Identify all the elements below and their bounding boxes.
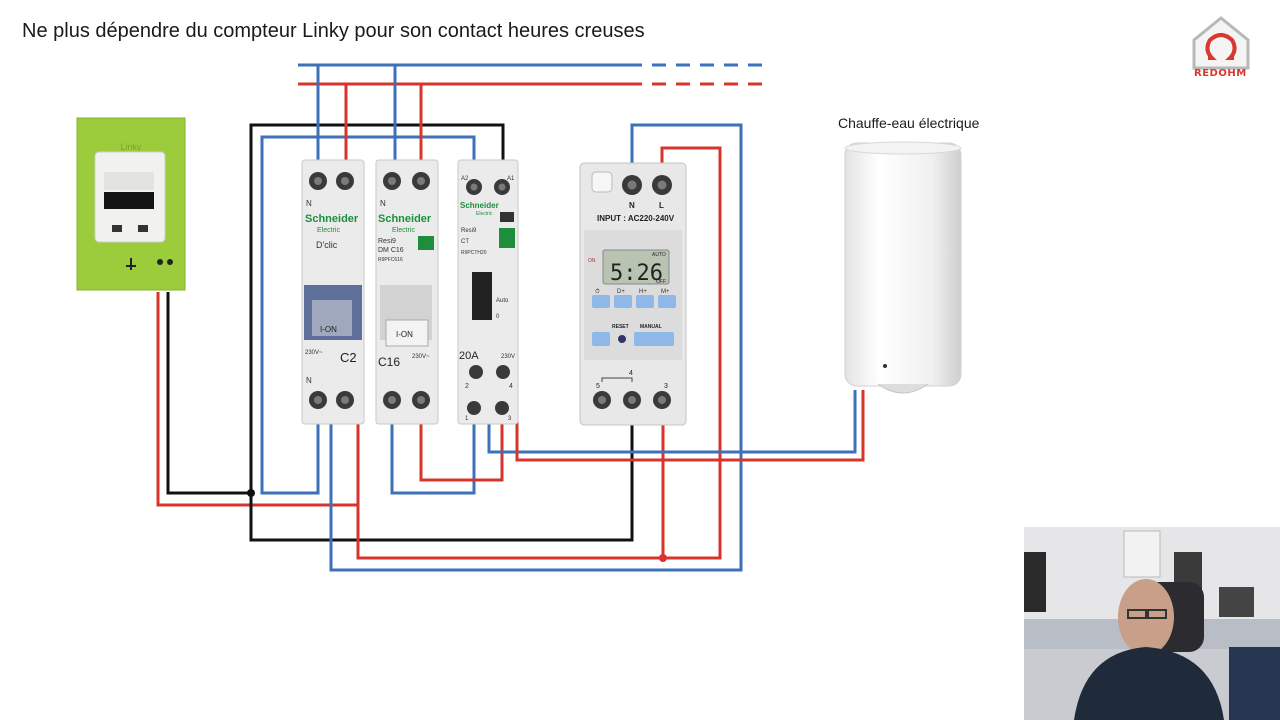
timer-auto-label: AUTO (652, 252, 666, 258)
water-heater (844, 141, 962, 394)
contactor-t1: 1 (465, 416, 469, 422)
timer-btn3: H+ (639, 289, 647, 295)
timer-n: N (629, 201, 635, 210)
contactor-t3: 3 (508, 416, 512, 422)
timer-manual-label: MANUAL (640, 324, 662, 330)
contactor-off: 0 (496, 314, 500, 320)
logo-text: REDOHM (1194, 68, 1247, 79)
contactor-line2: CT (461, 239, 469, 245)
contactor-a2: A2 (461, 176, 469, 182)
contactor-line3: R9PCTH20 (461, 250, 487, 256)
dclic-terminal-bottom: N (306, 376, 312, 385)
timer-btn4: M+ (661, 289, 670, 295)
timer-reset-label: RESET (612, 324, 629, 330)
wires (156, 65, 865, 572)
omega-house-icon (1192, 16, 1250, 70)
resi9-line2: DM C16 (378, 247, 404, 254)
dclic-terminal-n: N (306, 199, 312, 208)
timer-t4: 4 (629, 370, 633, 377)
dclic-model: D'clic (316, 240, 338, 250)
resi9-handle: I-ON (396, 330, 413, 339)
dclic-rating: C2 (340, 350, 357, 365)
contactor: A2 A1 Schneider Electric Resi9 CT R9PCTH… (457, 159, 519, 425)
contactor-rating: 20A (459, 350, 479, 362)
contactor-sub: Electric (476, 211, 493, 217)
timer-t3: 3 (664, 383, 668, 390)
contactor-brand: Schneider (460, 201, 499, 210)
resi9-rating: C16 (378, 355, 400, 369)
page-title: Ne plus dépendre du compteur Linky pour … (22, 20, 645, 42)
contactor-auto: Auto (496, 298, 509, 304)
meter-icon (126, 258, 136, 270)
resi9-sub: Electric (392, 227, 415, 234)
resi9-terminal-n: N (380, 199, 386, 208)
resi9-voltage: 230V~ (412, 354, 430, 360)
contactor-t4: 4 (509, 383, 513, 390)
linky-meter: Linky (76, 117, 186, 291)
programmable-timer: N L INPUT : AC220-240V ON 5:26 AUTO OFF … (579, 162, 687, 426)
dclic-handle: I-ON (320, 325, 337, 334)
presenter-image (1024, 527, 1280, 720)
heater-label: Chauffe-eau électrique (838, 115, 980, 131)
resi9-line3: R9PFC616 (378, 257, 403, 263)
timer-btn2: D+ (617, 289, 625, 295)
resi9-breaker: N Schneider Electric Resi9 DM C16 R9PFC6… (375, 159, 439, 425)
timer-display: 5:26 (610, 261, 663, 286)
timer-off-label: OFF (656, 279, 666, 285)
webcam-video (1024, 527, 1280, 720)
dclic-breaker: N Schneider Electric D'clic I-ON 230V~ C… (301, 159, 365, 425)
timer-t5: 5 (596, 383, 600, 390)
contactor-voltage: 230V (501, 354, 515, 360)
dclic-sub: Electric (317, 227, 340, 234)
contactor-line1: Resi9 (461, 228, 477, 234)
supply-bus (298, 63, 772, 86)
timer-on-label: ON (588, 258, 596, 264)
timer-btn1: ⏱ (595, 288, 600, 295)
contactor-a1: A1 (507, 176, 515, 182)
wire-junctions (247, 489, 667, 562)
resi9-brand: Schneider (378, 213, 432, 225)
timer-l: L (659, 201, 664, 210)
logo: REDOHM (1186, 10, 1256, 85)
linky-brand: Linky (120, 142, 142, 152)
dclic-brand: Schneider (305, 213, 359, 225)
timer-input: INPUT : AC220-240V (597, 214, 675, 223)
resi9-line1: Resi9 (378, 238, 396, 245)
dclic-voltage: 230V~ (305, 350, 323, 356)
contactor-t2: 2 (465, 383, 469, 390)
